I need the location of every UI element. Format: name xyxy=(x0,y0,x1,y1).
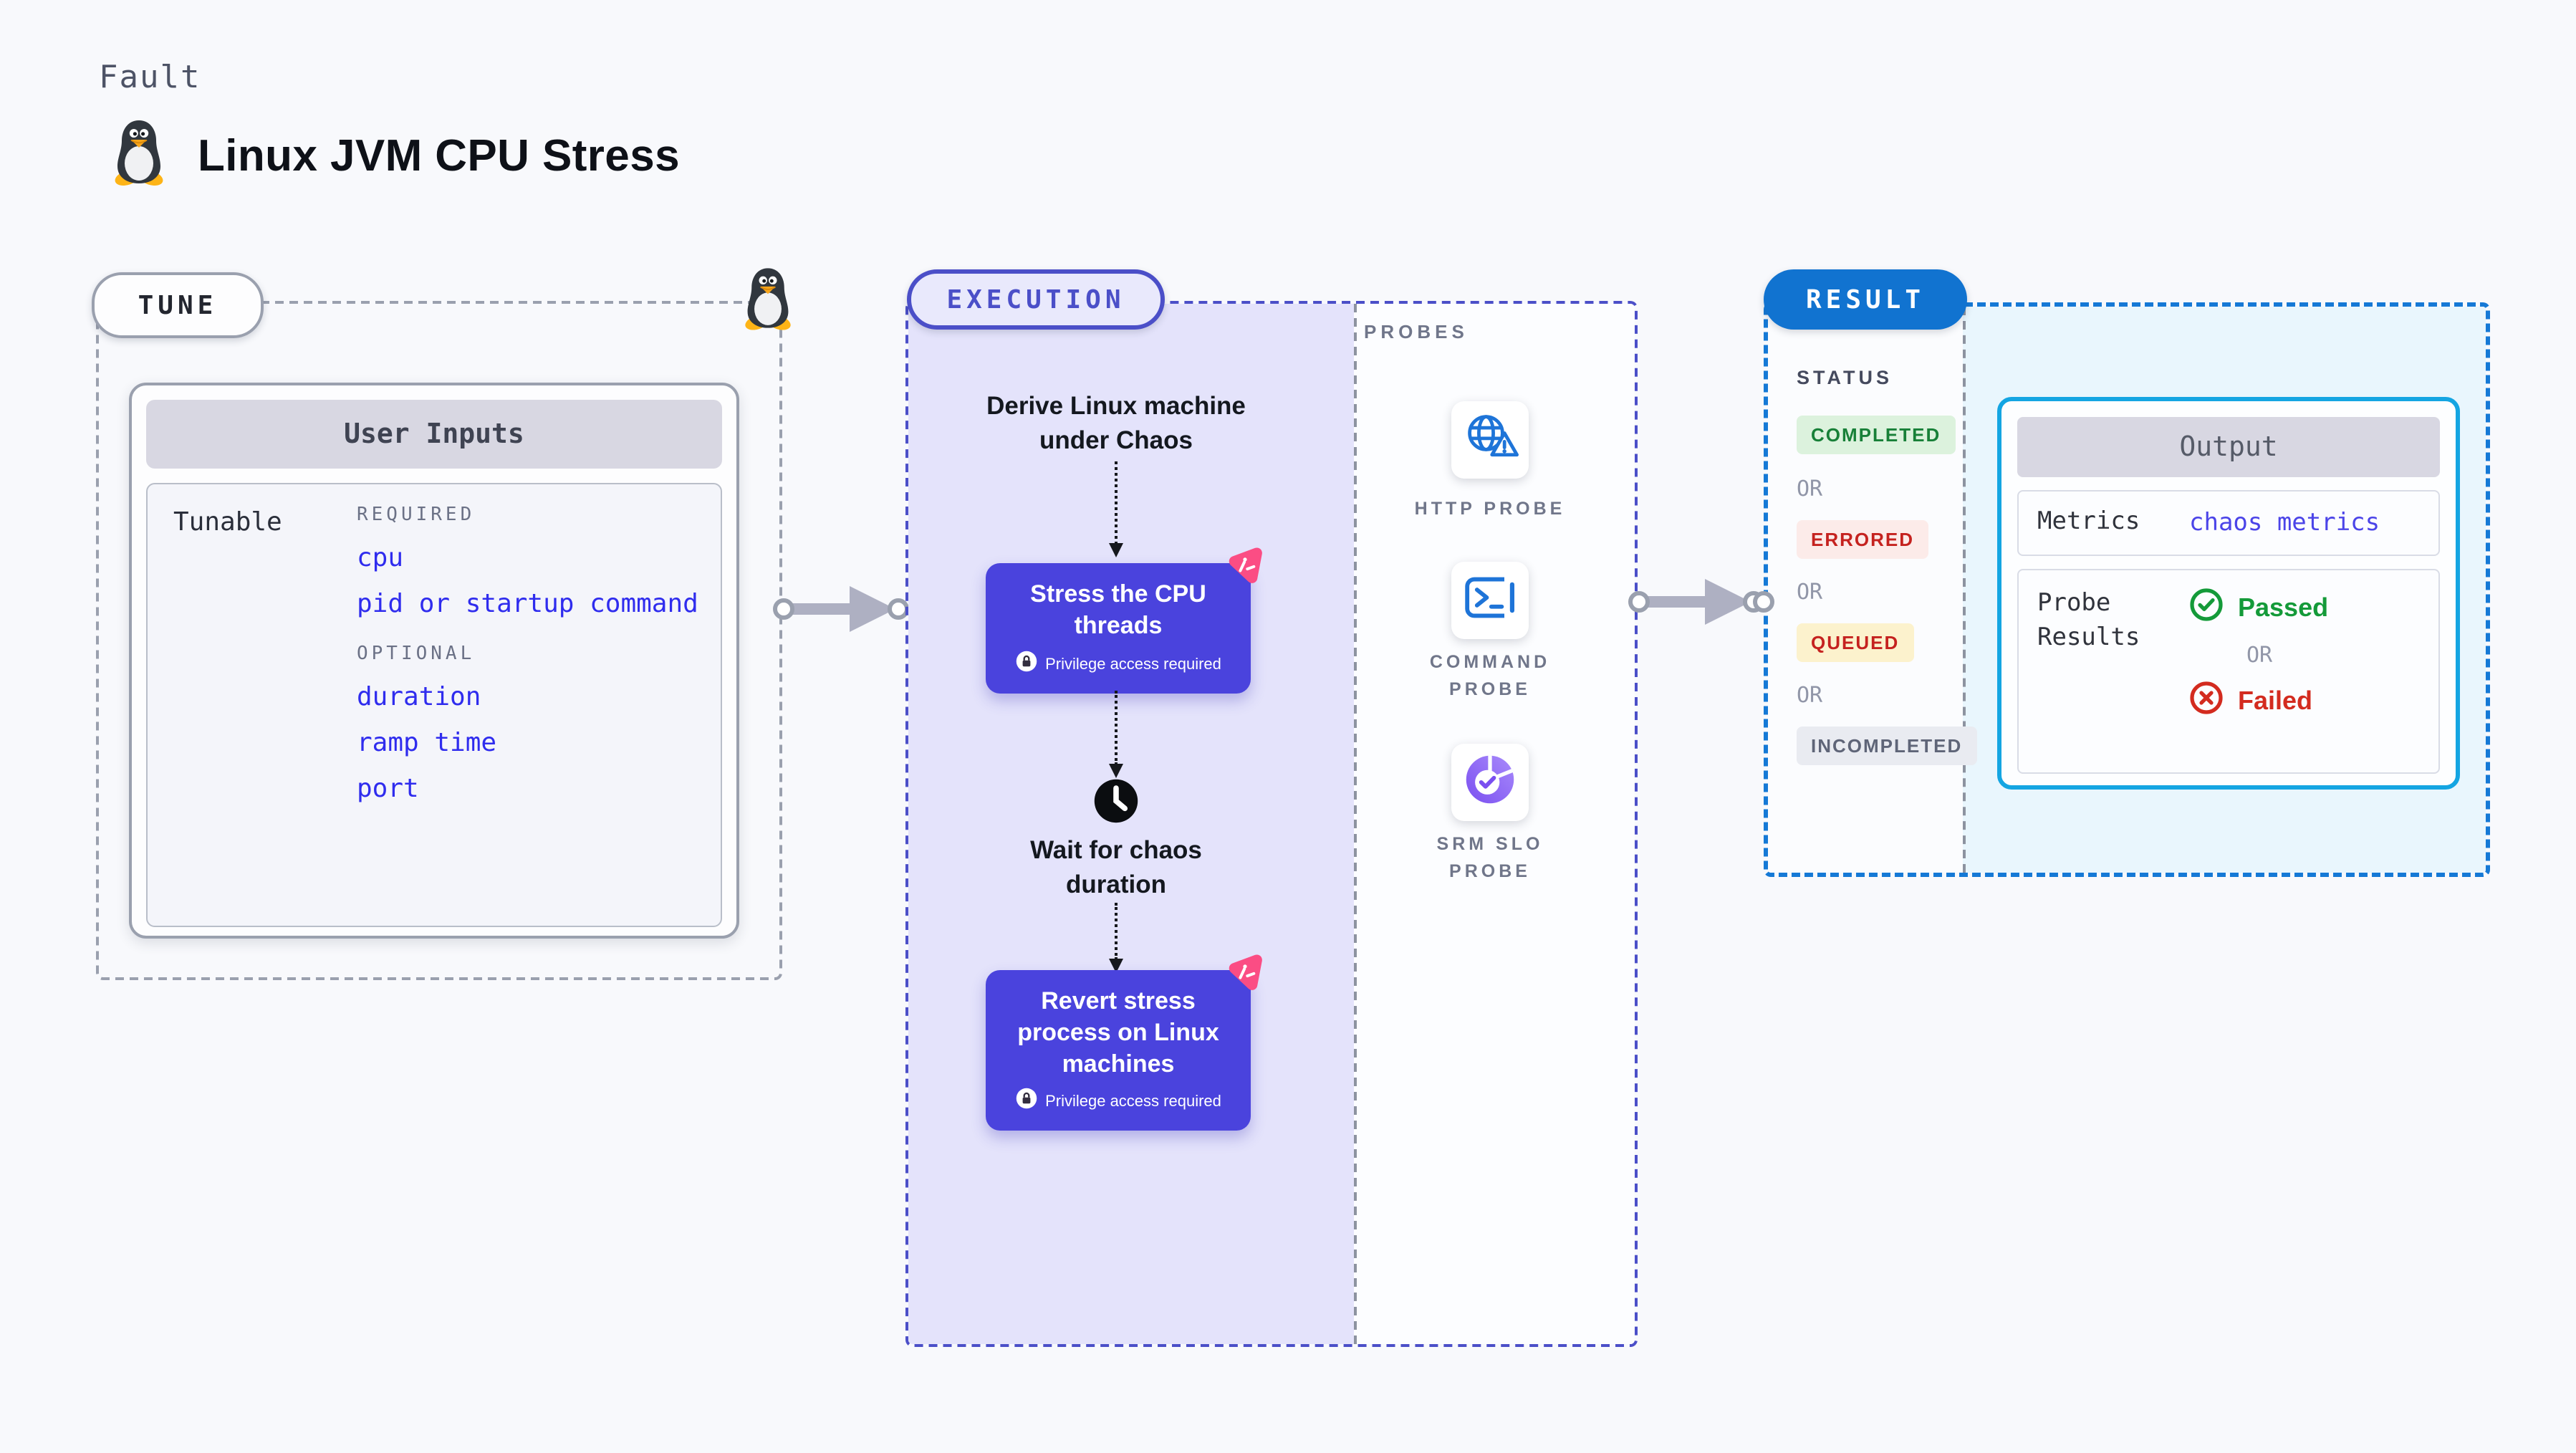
or-label: OR xyxy=(1797,476,1823,502)
metrics-row: Metrics chaos metrics xyxy=(2017,490,2440,556)
tux-linux-icon xyxy=(742,265,794,338)
privilege-note: Privilege access required xyxy=(1045,656,1221,673)
user-inputs-card: User Inputs Tunable REQUIRED cpu pid or … xyxy=(129,383,739,939)
execution-badge: EXECUTION xyxy=(907,269,1165,330)
result-badge: RESULT xyxy=(1764,269,1967,330)
command-probe-card[interactable] xyxy=(1451,562,1529,639)
or-label: OR xyxy=(1797,682,1823,708)
globe-warning-icon xyxy=(1458,409,1522,471)
srm-slo-probe-label: SRM SLO PROBE xyxy=(1436,834,1544,881)
tune-section xyxy=(96,301,782,980)
user-inputs-title: User Inputs xyxy=(146,400,722,469)
chaos-icon xyxy=(1225,953,1265,1000)
slo-pie-icon xyxy=(1460,752,1520,813)
or-label: OR xyxy=(2246,642,2273,668)
command-probe-label: COMMAND PROBE xyxy=(1429,652,1551,699)
tunable-ramp-time[interactable]: ramp time xyxy=(357,728,497,758)
tunable-pid-or-startup-command[interactable]: pid or startup command xyxy=(357,589,698,619)
or-label: OR xyxy=(1797,579,1823,605)
status-badge-queued: QUEUED xyxy=(1797,623,1914,662)
stress-cpu-node[interactable]: Stress the CPU threads Privilege access … xyxy=(986,563,1251,693)
status-column xyxy=(1768,307,1963,873)
revert-node-title: Revert stress process on Linux machines xyxy=(1017,987,1219,1077)
wait-step-text: Wait for chaos duration xyxy=(1030,835,1202,898)
optional-label: OPTIONAL xyxy=(357,643,476,665)
output-card: Output Metrics chaos metrics Probe Resul… xyxy=(1997,397,2460,790)
chaos-icon xyxy=(1225,546,1265,593)
http-probe-label: HTTP PROBE xyxy=(1414,499,1566,519)
tunable-cpu[interactable]: cpu xyxy=(357,543,404,573)
status-badge-completed: COMPLETED xyxy=(1797,416,1956,454)
terminal-icon xyxy=(1461,572,1519,628)
tux-linux-icon xyxy=(112,118,166,193)
probe-results-label: Probe Results xyxy=(2037,589,2140,652)
failed-label: Failed xyxy=(2238,686,2313,715)
tunables-panel: Tunable REQUIRED cpu pid or startup comm… xyxy=(146,483,722,927)
dotted-arrow-icon xyxy=(1108,691,1123,778)
arrow-probes-to-result xyxy=(1628,576,1765,635)
status-badge-incompleted: INCOMPLETED xyxy=(1797,726,1977,765)
lock-icon xyxy=(1014,649,1037,678)
arrow-tune-to-execution xyxy=(772,583,910,642)
tunable-duration[interactable]: duration xyxy=(357,682,481,712)
clock-icon xyxy=(1092,777,1140,833)
status-label: STATUS xyxy=(1797,367,1893,388)
derive-step-text: Derive Linux machine under Chaos xyxy=(986,391,1246,454)
check-circle-icon xyxy=(2189,588,2224,629)
status-badge-errored: ERRORED xyxy=(1797,520,1929,559)
privilege-note: Privilege access required xyxy=(1045,1093,1221,1111)
http-probe-card[interactable] xyxy=(1451,401,1529,479)
tunable-row-label: Tunable xyxy=(173,507,282,537)
stress-node-title: Stress the CPU threads xyxy=(1030,580,1206,639)
page-title: Linux JVM CPU Stress xyxy=(198,130,680,180)
execution-section xyxy=(905,301,1638,1347)
output-title: Output xyxy=(2017,417,2440,477)
execution-area xyxy=(908,304,1354,1344)
tunable-port[interactable]: port xyxy=(357,774,419,804)
lock-icon xyxy=(1014,1088,1037,1117)
probes-label: PROBES xyxy=(1364,321,1469,342)
x-circle-icon xyxy=(2189,681,2224,722)
passed-label: Passed xyxy=(2238,593,2329,622)
metrics-label: Metrics xyxy=(2037,507,2140,537)
dotted-arrow-icon xyxy=(1108,903,1123,973)
srm-slo-probe-card[interactable] xyxy=(1451,744,1529,821)
required-label: REQUIRED xyxy=(357,504,476,526)
probe-results-row: Probe Results Passed OR xyxy=(2017,569,2440,774)
tune-badge: TUNE xyxy=(92,272,264,338)
tunables-list: REQUIRED cpu pid or startup command OPTI… xyxy=(357,496,698,820)
revert-stress-node[interactable]: Revert stress process on Linux machines … xyxy=(986,970,1251,1131)
connector-dot-icon xyxy=(1751,589,1777,622)
page-header: Linux JVM CPU Stress xyxy=(112,118,680,193)
fault-kind-label: Fault xyxy=(99,60,201,96)
chaos-metrics-link[interactable]: chaos metrics xyxy=(2189,509,2380,537)
dotted-arrow-icon xyxy=(1108,461,1123,557)
